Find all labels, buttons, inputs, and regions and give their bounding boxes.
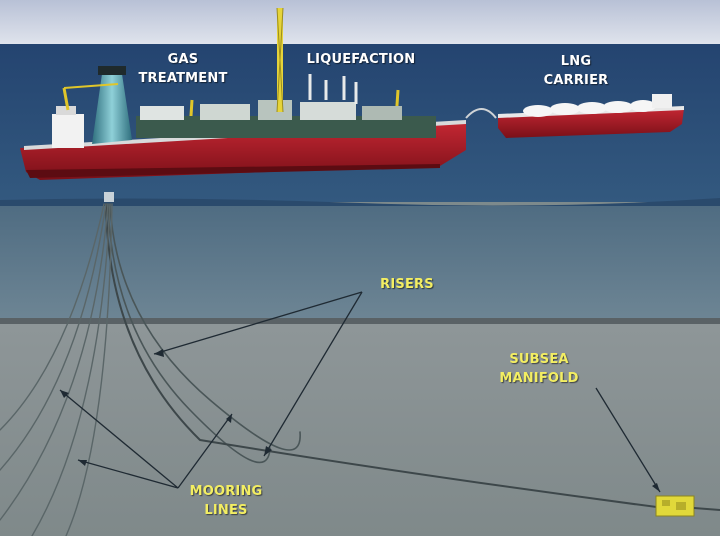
manifold-arrow [595, 387, 661, 493]
mooring-lines-label-line1: MOORING [189, 484, 263, 499]
subsea-manifold-label: SUBSEA MANIFOLD [494, 350, 584, 388]
subsea-manifold [655, 495, 720, 517]
lng-carrier-label: LNG CARRIER [534, 52, 618, 90]
mooring-lines-label-line2: LINES [204, 503, 248, 518]
mooring-arrow [177, 413, 233, 489]
risers-label-line1: RISERS [380, 277, 434, 292]
gas-treatment-label-line2: TREATMENT [138, 71, 228, 86]
fpso-vessel [20, 7, 497, 180]
fpso-accommodation [52, 114, 84, 148]
riser-line [107, 203, 271, 464]
mooring-arrow [77, 459, 179, 489]
callout-arrows [59, 291, 661, 493]
mooring-arrow [59, 389, 179, 489]
risers-label: RISERS [362, 275, 452, 294]
lng-carrier-bridge [652, 94, 672, 108]
liquefaction-label-line1: LIQUEFACTION [306, 52, 416, 67]
process-modules [136, 116, 436, 138]
risers-arrow [263, 291, 363, 457]
risers-bundle [105, 203, 665, 509]
mooring-line [31, 203, 111, 536]
lng-carrier-label-line1: LNG [560, 54, 592, 69]
lng-carrier-label-line2: CARRIER [543, 73, 609, 88]
riser-line [109, 203, 301, 451]
gas-treatment-label: GAS TREATMENT [130, 50, 236, 88]
risers-arrow [153, 291, 363, 355]
mooring-lines-bundle [0, 203, 113, 536]
mooring-line [0, 203, 107, 471]
lng-carrier-vessel [498, 94, 684, 138]
flowline [105, 203, 665, 509]
seabed [0, 324, 720, 536]
mooring-lines-label: MOORING LINES [176, 482, 276, 520]
subsea-manifold-label-line2: MANIFOLD [499, 371, 579, 386]
liquefaction-label: LIQUEFACTION [296, 50, 426, 69]
gas-treatment-label-line1: GAS [167, 52, 199, 67]
mooring-line [65, 203, 113, 536]
seabed-edge [0, 318, 720, 324]
turret [104, 192, 114, 202]
subsea-manifold-label-line1: SUBSEA [509, 352, 569, 367]
flare-tower [276, 7, 284, 113]
sky [0, 0, 720, 44]
mooring-line [0, 203, 105, 431]
gas-treatment-module [92, 74, 132, 144]
arrow-heads [60, 349, 660, 492]
mooring-line [0, 203, 109, 521]
